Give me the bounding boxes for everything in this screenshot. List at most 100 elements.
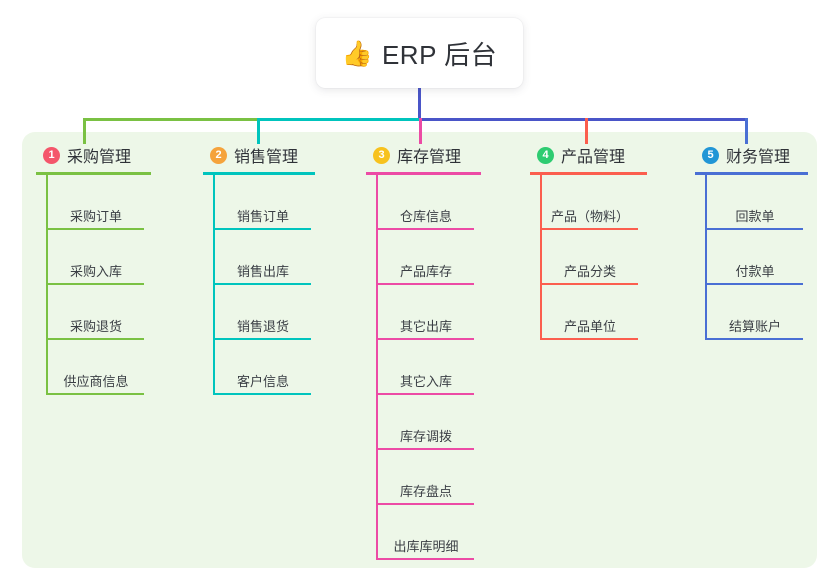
item-finance-3[interactable]: 结算账户	[707, 285, 803, 340]
item-label: 库存调拨	[399, 429, 452, 444]
item-label: 销售退货	[236, 319, 289, 334]
column-header-sales[interactable]: 2 销售管理	[203, 143, 353, 167]
column-title-sales: 销售管理	[234, 149, 299, 166]
column-sales: 2 销售管理销售订单销售出库销售退货客户信息	[203, 143, 353, 395]
item-label: 产品分类	[563, 264, 616, 279]
item-inventory-2[interactable]: 产品库存	[378, 230, 474, 285]
column-header-finance[interactable]: 5 财务管理	[695, 143, 839, 167]
item-inventory-4[interactable]: 其它入库	[378, 340, 474, 395]
column-items-sales: 销售订单销售出库销售退货客户信息	[213, 175, 353, 395]
item-purchase-2[interactable]: 采购入库	[48, 230, 144, 285]
thumbs-up-icon: 👍	[341, 39, 373, 68]
item-label: 出库库明细	[393, 539, 459, 554]
root-title: ERP 后台	[381, 39, 498, 70]
column-inventory: 3 库存管理仓库信息产品库存其它出库其它入库库存调拨库存盘点出库库明细	[366, 143, 516, 560]
item-rule	[48, 338, 144, 340]
item-sales-1[interactable]: 销售订单	[215, 175, 311, 230]
item-inventory-6[interactable]: 库存盘点	[378, 450, 474, 505]
item-sales-2[interactable]: 销售出库	[215, 230, 311, 285]
item-rule	[707, 338, 803, 340]
column-rule-sales	[203, 172, 315, 175]
item-purchase-4[interactable]: 供应商信息	[48, 340, 144, 395]
column-spine-finance	[705, 175, 707, 340]
item-product-1[interactable]: 产品（物料）	[542, 175, 638, 230]
item-finance-1[interactable]: 回款单	[707, 175, 803, 230]
item-inventory-5[interactable]: 库存调拨	[378, 395, 474, 450]
item-label: 其它入库	[399, 374, 452, 389]
column-rule-product	[530, 172, 647, 175]
column-header-inventory[interactable]: 3 库存管理	[366, 143, 516, 167]
column-items-purchase: 采购订单采购入库采购退货供应商信息	[46, 175, 186, 395]
item-inventory-3[interactable]: 其它出库	[378, 285, 474, 340]
column-spine-product	[540, 175, 542, 340]
drop-purchase	[83, 118, 86, 144]
item-label: 采购入库	[69, 264, 122, 279]
drop-finance	[745, 118, 748, 144]
column-items-finance: 回款单付款单结算账户	[705, 175, 839, 340]
item-rule	[542, 228, 638, 230]
column-header-purchase[interactable]: 1 采购管理	[36, 143, 186, 167]
root-node[interactable]: 👍 ERP 后台	[316, 18, 523, 88]
column-title-product: 产品管理	[561, 149, 626, 166]
item-label: 付款单	[735, 264, 775, 279]
column-rule-inventory	[366, 172, 481, 175]
item-purchase-1[interactable]: 采购订单	[48, 175, 144, 230]
item-label: 销售订单	[236, 209, 289, 224]
item-purchase-3[interactable]: 采购退货	[48, 285, 144, 340]
item-label: 回款单	[735, 209, 775, 224]
item-rule	[215, 228, 311, 230]
column-title-inventory: 库存管理	[397, 149, 462, 166]
item-rule	[215, 283, 311, 285]
item-label: 产品单位	[563, 319, 616, 334]
item-rule	[48, 393, 144, 395]
item-rule	[215, 393, 311, 395]
item-rule	[378, 393, 474, 395]
column-spine-inventory	[376, 175, 378, 560]
item-label: 采购退货	[69, 319, 122, 334]
item-label: 采购订单	[69, 209, 122, 224]
item-rule	[48, 228, 144, 230]
item-rule	[48, 283, 144, 285]
item-rule	[378, 228, 474, 230]
item-product-3[interactable]: 产品单位	[542, 285, 638, 340]
item-sales-3[interactable]: 销售退货	[215, 285, 311, 340]
column-badge-inventory: 3	[373, 146, 390, 164]
item-sales-4[interactable]: 客户信息	[215, 340, 311, 395]
bus-teal	[257, 118, 419, 121]
item-label: 仓库信息	[399, 209, 452, 224]
column-items-product: 产品（物料） 产品分类产品单位	[540, 175, 680, 340]
column-title-purchase: 采购管理	[67, 149, 132, 166]
column-badge-finance: 5	[702, 146, 719, 164]
item-label: 库存盘点	[399, 484, 452, 499]
bus-indigo	[419, 118, 747, 121]
column-rule-purchase	[36, 172, 151, 175]
drop-inventory	[419, 118, 422, 144]
item-rule	[378, 448, 474, 450]
item-inventory-1[interactable]: 仓库信息	[378, 175, 474, 230]
column-title-finance: 财务管理	[726, 149, 791, 166]
item-label: 其它出库	[399, 319, 452, 334]
item-rule	[378, 503, 474, 505]
item-inventory-7[interactable]: 出库库明细	[378, 505, 474, 560]
item-label: 供应商信息	[63, 374, 129, 389]
item-label: 销售出库	[236, 264, 289, 279]
item-rule	[707, 228, 803, 230]
item-rule	[378, 338, 474, 340]
item-rule	[542, 283, 638, 285]
item-rule	[378, 558, 474, 560]
drop-product	[585, 118, 588, 144]
item-rule	[542, 338, 638, 340]
item-rule	[707, 283, 803, 285]
item-label: 结算账户	[728, 319, 781, 334]
column-rule-finance	[695, 172, 808, 175]
column-spine-sales	[213, 175, 215, 395]
root-stem-connector	[418, 84, 421, 118]
item-finance-2[interactable]: 付款单	[707, 230, 803, 285]
item-product-2[interactable]: 产品分类	[542, 230, 638, 285]
item-rule	[378, 283, 474, 285]
column-badge-purchase: 1	[43, 146, 60, 164]
column-badge-sales: 2	[210, 146, 227, 164]
